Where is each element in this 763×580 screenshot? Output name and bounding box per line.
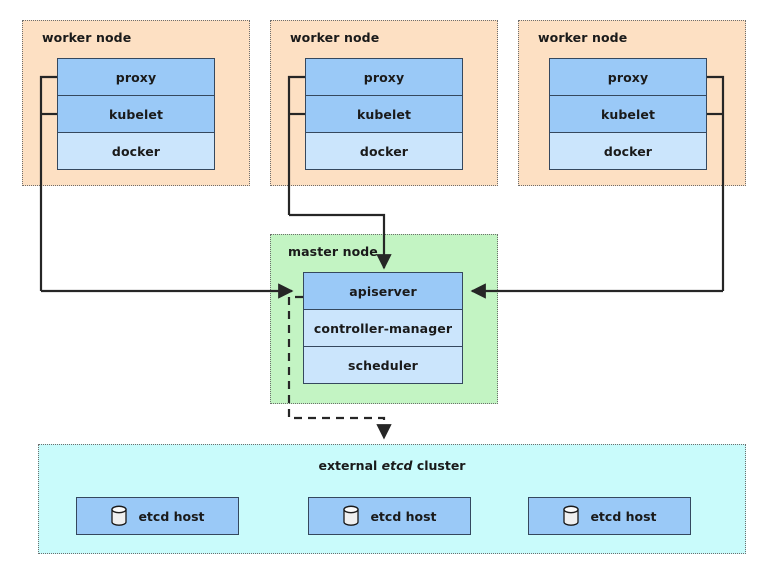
etcd-host-2[interactable]: etcd host [308,497,471,535]
component-docker-2[interactable]: docker [305,132,463,170]
etcd-title-suffix: cluster [412,458,466,473]
worker-node-label-3: worker node [538,30,628,45]
component-controller-manager[interactable]: controller-manager [303,309,463,347]
etcd-title-emphasis: etcd [381,458,413,473]
component-kubelet-3[interactable]: kubelet [549,95,707,133]
component-docker-1[interactable]: docker [57,132,215,170]
etcd-host-3[interactable]: etcd host [528,497,691,535]
component-proxy-2[interactable]: proxy [305,58,463,96]
etcd-title-prefix: external [318,458,382,473]
component-proxy-1[interactable]: proxy [57,58,215,96]
component-label: proxy [115,69,157,85]
worker-component-stack-2: proxy kubelet docker [305,58,463,170]
component-label: kubelet [356,106,412,122]
database-cylinder-icon [563,505,580,526]
component-label: apiserver [349,283,417,299]
worker-component-stack-1: proxy kubelet docker [57,58,215,170]
component-kubelet-2[interactable]: kubelet [305,95,463,133]
component-label: proxy [607,69,649,85]
component-label: kubelet [600,106,656,122]
master-component-stack: apiserver controller-manager scheduler [303,272,463,384]
database-cylinder-icon [111,505,128,526]
master-node-label: master node [288,244,378,259]
component-label: kubelet [108,106,164,122]
worker-component-stack-3: proxy kubelet docker [549,58,707,170]
component-scheduler[interactable]: scheduler [303,346,463,384]
database-cylinder-icon [343,505,360,526]
etcd-host-label: etcd host [138,508,205,524]
component-label: proxy [363,69,405,85]
component-label: controller-manager [313,320,453,336]
component-apiserver[interactable]: apiserver [303,272,463,310]
worker-node-label-1: worker node [42,30,132,45]
worker-node-label-2: worker node [290,30,380,45]
component-kubelet-1[interactable]: kubelet [57,95,215,133]
etcd-host-label: etcd host [590,508,657,524]
component-label: docker [359,143,409,159]
etcd-host-1[interactable]: etcd host [76,497,239,535]
component-label: docker [603,143,653,159]
component-label: docker [111,143,161,159]
component-proxy-3[interactable]: proxy [549,58,707,96]
component-label: scheduler [348,357,418,373]
etcd-host-label: etcd host [370,508,437,524]
etcd-cluster-title: external etcd cluster [38,458,746,473]
component-docker-3[interactable]: docker [549,132,707,170]
